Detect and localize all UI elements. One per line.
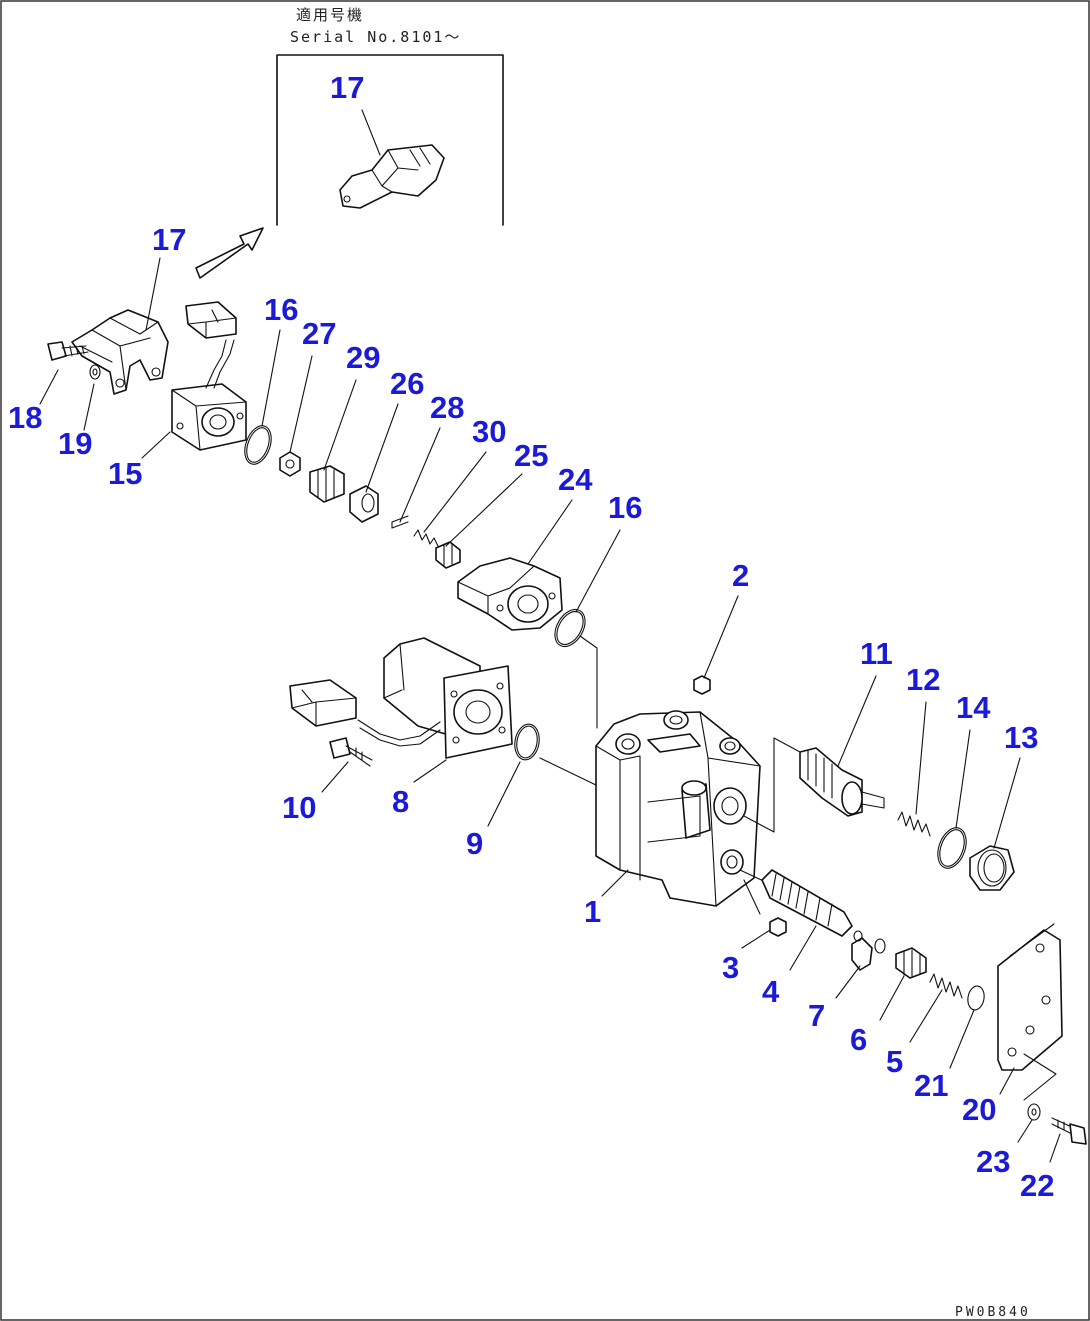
nut-27 [279, 451, 301, 477]
callout-labels: 17 17 18 19 15 16 27 29 26 28 30 25 24 1… [8, 70, 1054, 1203]
cover-plate-20 [997, 923, 1063, 1071]
callout-13: 13 [1004, 720, 1038, 755]
solenoid-8 [289, 637, 513, 759]
pin-28 [391, 515, 409, 529]
callout-27: 27 [302, 316, 336, 351]
leader-line-20 [1023, 1053, 1057, 1101]
inset-arrow [195, 227, 264, 279]
o-ring-16b [554, 608, 586, 648]
callout-14: 14 [956, 690, 991, 725]
plug-25 [435, 541, 461, 569]
callout-17-inset: 17 [330, 70, 364, 105]
callout-21: 21 [914, 1068, 948, 1103]
callout-3: 3 [722, 950, 739, 985]
inset-bracket-17 [339, 144, 445, 209]
callout-24: 24 [558, 462, 593, 497]
relief-valve-11 [799, 747, 885, 817]
callout-10: 10 [282, 790, 316, 825]
callout-23: 23 [976, 1144, 1010, 1179]
serial-header-jp: 適用号機 [296, 6, 364, 24]
spacer-29 [309, 465, 345, 503]
serial-header-note: Serial No.8101～ [290, 28, 461, 46]
callout-12: 12 [906, 662, 940, 697]
callout-9: 9 [466, 826, 483, 861]
callout-30: 30 [472, 414, 506, 449]
callout-11: 11 [860, 636, 893, 671]
plug-2 [693, 675, 711, 695]
callout-4: 4 [762, 974, 780, 1009]
bolt-10 [329, 737, 373, 767]
o-ring-21 [967, 985, 985, 1011]
callout-18: 18 [8, 400, 42, 435]
valve-body-1 [595, 710, 761, 907]
callout-26: 26 [390, 366, 424, 401]
inset-box [276, 54, 504, 226]
callout-22: 22 [1020, 1168, 1054, 1203]
bolt-22 [1051, 1117, 1087, 1145]
callout-16b: 16 [608, 490, 642, 525]
leader-line-9 [539, 757, 599, 787]
valve-block-24 [457, 557, 563, 631]
washer-19 [89, 364, 101, 380]
callout-5: 5 [886, 1044, 903, 1079]
solenoid-15 [171, 301, 247, 451]
spool-4 [761, 869, 853, 937]
cap-13 [969, 845, 1015, 891]
callout-1: 1 [584, 894, 601, 929]
callout-15: 15 [108, 456, 142, 491]
seat-6 [874, 938, 927, 979]
leader-line-16b [579, 635, 598, 729]
callout-17: 17 [152, 222, 186, 257]
piston-7 [851, 930, 873, 971]
callout-28: 28 [430, 390, 464, 425]
sleeve-26 [349, 485, 379, 523]
bolt-18 [47, 341, 89, 361]
callout-6: 6 [850, 1022, 867, 1057]
plug-3 [769, 917, 787, 937]
o-ring-14 [937, 827, 967, 869]
o-ring-16a [244, 425, 272, 465]
spring-30 [413, 529, 439, 547]
leader-line-3 [743, 879, 761, 915]
callout-2: 2 [732, 558, 749, 593]
drawing-code: PW0B840 [955, 1305, 1031, 1320]
callout-8: 8 [392, 784, 409, 819]
callout-20: 20 [962, 1092, 996, 1127]
callout-leaders [39, 109, 1061, 1163]
washer-23 [1027, 1103, 1041, 1121]
bracket-17 [71, 309, 169, 395]
leader-line-11 [743, 737, 801, 833]
callout-16a: 16 [264, 292, 298, 327]
callout-29: 29 [346, 340, 380, 375]
callout-19: 19 [58, 426, 92, 461]
callout-25: 25 [514, 438, 548, 473]
o-ring-9 [514, 723, 540, 761]
callout-7: 7 [808, 998, 825, 1033]
spring-12 [897, 811, 931, 837]
spring-5 [929, 973, 963, 999]
